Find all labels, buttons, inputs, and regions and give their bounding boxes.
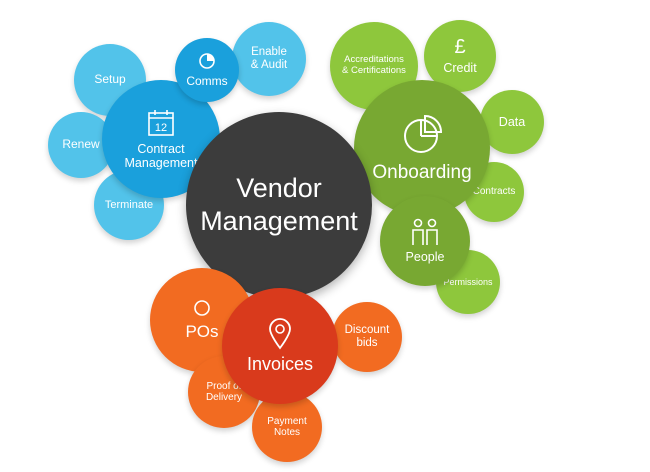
payment-notes-label: Payment Notes [267, 415, 307, 439]
pound-icon: £ [454, 36, 466, 59]
accreditations-label: Accreditations & Certifications [342, 54, 406, 76]
invoices-bubble[interactable]: Invoices [222, 288, 338, 404]
renew-label: Renew [62, 137, 100, 152]
vendor-management-title-line2: Management [200, 206, 358, 236]
calendar-icon: 12 [148, 109, 174, 136]
pie-chart-icon [199, 53, 215, 69]
terminate-label: Terminate [104, 198, 154, 211]
onboarding-label: Onboarding [372, 162, 472, 184]
comms-label: Comms [186, 74, 228, 89]
people-bubble[interactable]: People [380, 196, 470, 286]
vendor-management-title-line1: Vendor [236, 172, 322, 203]
map-pin-icon [269, 317, 291, 350]
people-icon [412, 218, 438, 245]
comms-bubble[interactable]: Comms [175, 38, 239, 102]
calendar-number: 12 [155, 122, 167, 134]
pie-chart-icon [404, 115, 443, 154]
pos-label: POs [185, 322, 219, 342]
credit-bubble[interactable]: £ Credit [424, 20, 496, 92]
discount-bids-label: Discount bids [344, 323, 390, 349]
contracts-label: Contracts [472, 186, 516, 198]
setup-bubble[interactable]: Setup [74, 44, 146, 116]
data-label: Data [498, 114, 526, 129]
terminate-bubble[interactable]: Terminate [94, 170, 164, 240]
discount-bids-bubble[interactable]: Discount bids [332, 302, 402, 372]
enable-audit-label: Enable & Audit [250, 45, 288, 71]
payment-notes-bubble[interactable]: Payment Notes [252, 392, 322, 462]
data-bubble[interactable]: Data [480, 90, 544, 154]
vendor-management-bubble[interactable]: Vendor Management [186, 112, 372, 298]
people-label: People [405, 249, 445, 264]
enable-audit-bubble[interactable]: Enable & Audit [232, 22, 306, 96]
setup-label: Setup [94, 72, 126, 87]
invoices-label: Invoices [246, 353, 314, 374]
contracts-bubble[interactable]: Contracts [464, 162, 524, 222]
contract-management-label: Contract Management [124, 141, 198, 170]
credit-label: Credit [443, 61, 477, 76]
permissions-label: Permissions [443, 276, 493, 287]
circle-icon [194, 300, 210, 317]
onboarding-bubble[interactable]: Onboarding [354, 80, 490, 216]
